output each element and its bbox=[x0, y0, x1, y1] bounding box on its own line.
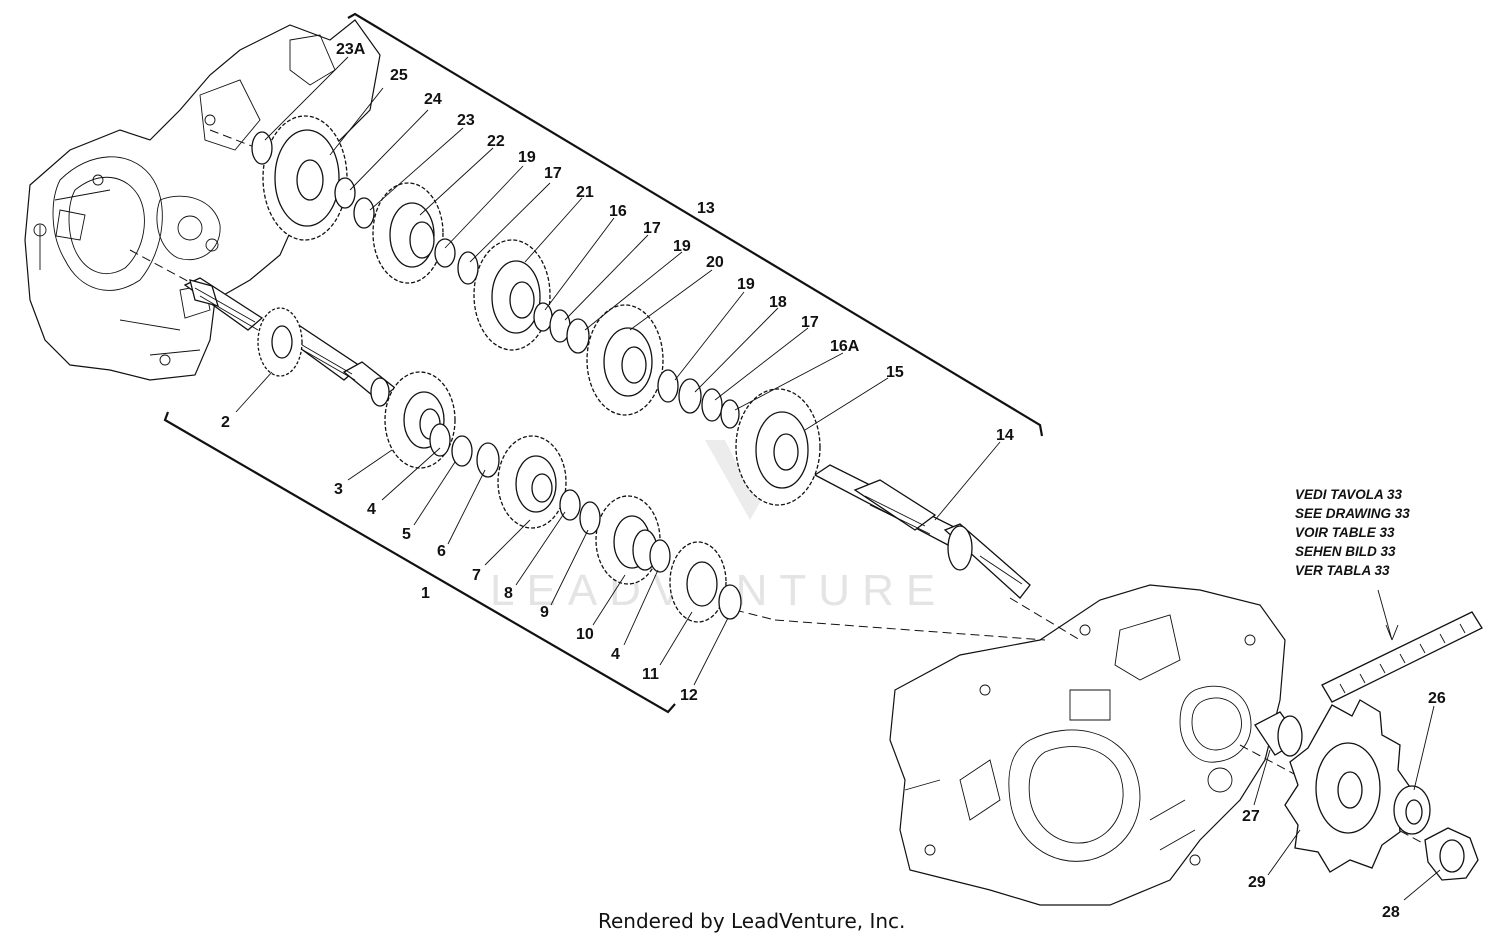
reference-note-line-1: VEDI TAVOLA 33 bbox=[1295, 487, 1403, 502]
gear-7 bbox=[497, 435, 567, 529]
callout-27: 27 bbox=[1242, 808, 1260, 825]
callout-10: 10 bbox=[576, 626, 594, 643]
bracket-1 bbox=[163, 411, 676, 714]
callout-24: 24 bbox=[424, 91, 442, 108]
callout-3: 3 bbox=[334, 481, 343, 498]
callout-8: 8 bbox=[504, 585, 513, 602]
callout-19-b: 19 bbox=[673, 238, 691, 255]
gear-21 bbox=[473, 239, 551, 351]
gear-11 bbox=[669, 541, 727, 623]
reference-note-line-2: SEE DRAWING 33 bbox=[1295, 506, 1410, 521]
callout-1: 1 bbox=[421, 585, 430, 602]
reference-note: VEDI TAVOLA 33 SEE DRAWING 33 VOIR TABLE… bbox=[1295, 487, 1410, 578]
callout-17-a: 17 bbox=[544, 165, 562, 182]
reference-note-line-5: VER TABLA 33 bbox=[1295, 563, 1390, 578]
callout-9: 9 bbox=[540, 604, 549, 621]
callout-14: 14 bbox=[996, 427, 1014, 444]
rings-and-washers bbox=[251, 131, 1303, 757]
callout-11: 11 bbox=[642, 666, 659, 683]
callout-23A: 23A bbox=[336, 41, 366, 58]
callout-21: 21 bbox=[576, 184, 594, 201]
render-credit: Rendered by LeadVenture, Inc. bbox=[598, 909, 905, 933]
gear-15 bbox=[735, 388, 821, 506]
callout-4-a: 4 bbox=[367, 501, 376, 518]
callout-13: 13 bbox=[697, 200, 715, 217]
right-crankcase bbox=[889, 584, 1286, 906]
callout-4-b: 4 bbox=[611, 646, 620, 663]
callout-20: 20 bbox=[706, 254, 724, 271]
gear-20 bbox=[586, 304, 664, 416]
callout-16A: 16A bbox=[830, 338, 860, 355]
callout-25: 25 bbox=[390, 67, 408, 84]
reference-note-line-3: VOIR TABLE 33 bbox=[1295, 525, 1395, 540]
drive-chain bbox=[1321, 611, 1483, 703]
callout-26: 26 bbox=[1428, 690, 1446, 707]
callouts: 23A 25 24 23 22 19 17 21 16 13 17 19 20 … bbox=[221, 41, 1446, 921]
output-sprocket bbox=[1284, 699, 1479, 881]
gears bbox=[257, 115, 821, 623]
callout-2: 2 bbox=[221, 414, 230, 431]
callout-18: 18 bbox=[769, 294, 787, 311]
gear-2 bbox=[257, 307, 303, 377]
reference-note-line-4: SEHEN BILD 33 bbox=[1295, 544, 1396, 559]
callout-19-c: 19 bbox=[737, 276, 755, 293]
callout-19-a: 19 bbox=[518, 149, 536, 166]
callout-16: 16 bbox=[609, 203, 627, 220]
assembly-brackets bbox=[163, 12, 1044, 714]
callout-28: 28 bbox=[1382, 904, 1400, 921]
counter-shaft bbox=[813, 464, 1031, 599]
gear-22 bbox=[372, 182, 444, 284]
callout-7: 7 bbox=[472, 567, 481, 584]
callout-17-b: 17 bbox=[643, 220, 661, 237]
callout-15: 15 bbox=[886, 364, 904, 381]
leader-lines bbox=[235, 56, 1441, 901]
callout-6: 6 bbox=[437, 543, 446, 560]
gear-10 bbox=[595, 495, 661, 585]
bracket-13 bbox=[347, 12, 1044, 437]
callout-29: 29 bbox=[1248, 874, 1266, 891]
callout-22: 22 bbox=[487, 133, 505, 150]
callout-17-c: 17 bbox=[801, 314, 819, 331]
callout-23: 23 bbox=[457, 112, 475, 129]
callout-12: 12 bbox=[680, 687, 698, 704]
callout-5: 5 bbox=[402, 526, 411, 543]
gear-25 bbox=[262, 115, 348, 241]
